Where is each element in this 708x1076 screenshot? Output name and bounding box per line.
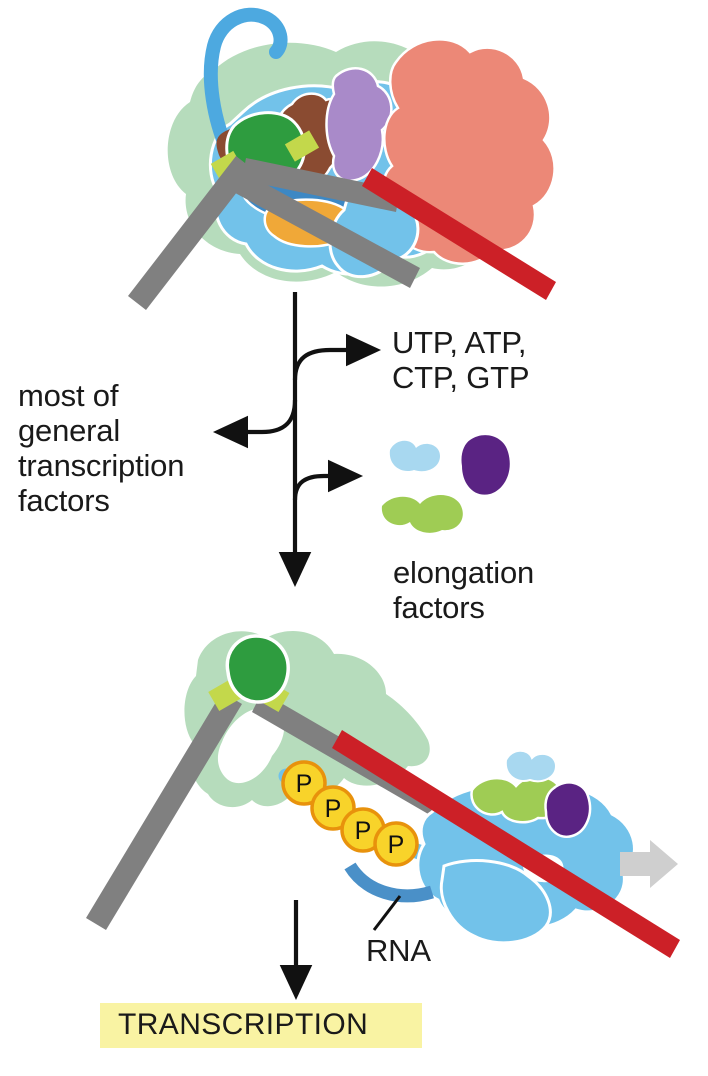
phosphate-label: P: [388, 831, 405, 859]
gtf-line-2: general: [18, 413, 121, 449]
pale-green-notch-bottom: [217, 707, 285, 784]
gtf-line-1: most of: [18, 378, 119, 413]
dna-gray-top: [128, 156, 254, 310]
elongation-factor-green-icon: [381, 495, 463, 533]
gtf-output-arrow: [212, 399, 298, 449]
motion-direction-arrow: [620, 840, 678, 888]
dna-gray-left-arm-bottom: [86, 692, 242, 930]
ntp-line-1: UTP, ATP,: [392, 325, 527, 360]
elongation-line-1: elongation: [393, 555, 535, 590]
gtf-line-3: transcription: [18, 448, 185, 484]
phosphate-label: P: [355, 817, 372, 845]
gtf-line-4: factors: [18, 483, 110, 519]
ctd-tail-top: [203, 7, 288, 159]
elongation-factor-purple-icon: [461, 435, 510, 495]
phosphate-1: P: [281, 760, 327, 806]
rna-leader-line: [372, 895, 402, 931]
elongation-line-2: factors: [393, 590, 485, 626]
bottom-complex-group: [86, 631, 680, 1001]
phosphate-label: P: [325, 795, 342, 823]
purple-subunit-top: [325, 67, 393, 183]
transcription-outcome-label: TRANSCRIPTION: [118, 1008, 369, 1041]
elongation-factor-sky-blue-icon: [389, 440, 440, 472]
rna-label: RNA: [366, 933, 431, 968]
rna-blue-arc: [344, 862, 434, 903]
elongation-factor-purple-docked: [544, 781, 592, 839]
ntp-line-2: CTP, GTP: [392, 360, 530, 396]
rna-red-strand-top: [362, 168, 556, 300]
phosphate-label: P: [296, 770, 313, 798]
nucleotide-substrates-label: UTP, ATP,CTP, GTP: [392, 325, 530, 396]
dna-gray-diagonal-top: [226, 168, 420, 288]
ntp-input-arrow: [292, 333, 382, 381]
elongation-factor-sky-blue-docked: [504, 749, 558, 783]
pol2-lower-lobe-bottom: [439, 859, 552, 945]
tbp-flank-right-top: [284, 130, 320, 162]
rna-red-strand-bottom: [332, 730, 680, 958]
tbp-green-bottom: [225, 634, 290, 704]
elongation-input-arrow: [292, 459, 364, 501]
dna-gray-top-right: [242, 158, 400, 212]
top-complex-group: [128, 7, 556, 310]
transcription-highlight-band: [100, 1003, 422, 1048]
phosphate-4: P: [373, 821, 419, 867]
